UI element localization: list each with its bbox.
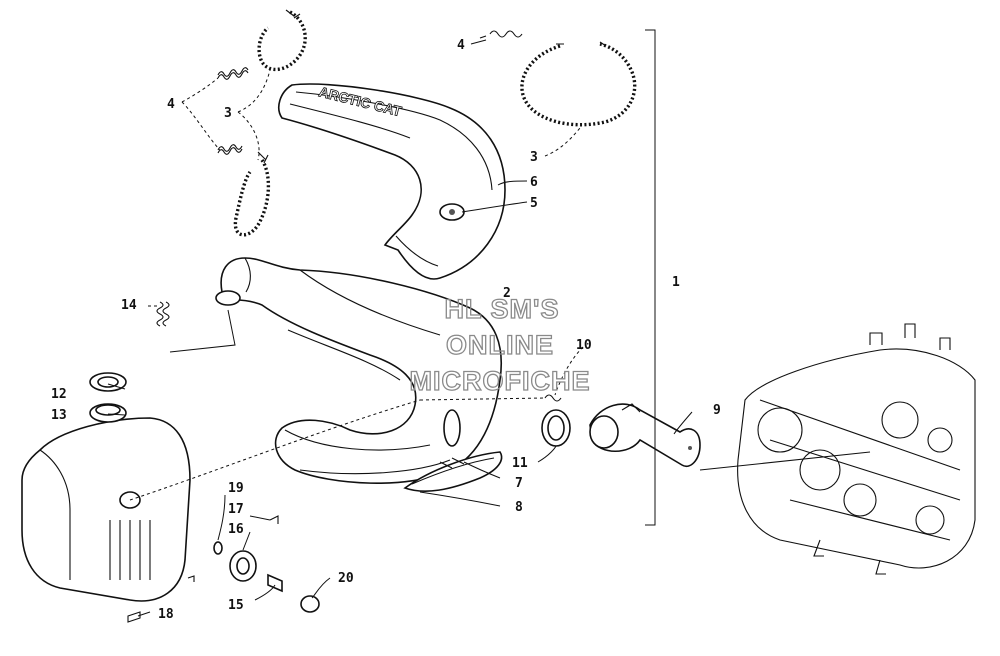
spring-lower-left [217, 144, 243, 155]
mount-stud-15 [267, 573, 283, 593]
watermark-line-1: HL SM'S [445, 294, 560, 324]
callout-17: 17 [228, 502, 244, 517]
group-bracket-1 [645, 29, 656, 526]
exhaust-manifold [589, 403, 701, 467]
chain-clamp-upper-left [257, 9, 307, 72]
leader-lines [107, 39, 871, 617]
cotter-pin-17 [269, 515, 279, 524]
nut-20 [300, 595, 320, 613]
callout-12: 12 [51, 387, 67, 402]
watermark-line-3: MICROFICHE [410, 366, 591, 396]
heat-shield: ARCTIC CAT [278, 83, 506, 280]
chain-clamp-lower-left [233, 151, 271, 237]
callout-labels: 4 4 3 3 6 5 1 2 14 10 12 9 13 11 19 7 17… [51, 38, 721, 622]
callout-9: 9 [713, 403, 721, 418]
callout-20: 20 [338, 571, 354, 586]
callout-5: 5 [530, 196, 538, 211]
callout-19: 19 [228, 481, 244, 496]
gasket-ring [541, 409, 571, 447]
callout-14: 14 [121, 298, 137, 313]
bolt-18 [127, 611, 141, 623]
callout-11: 11 [512, 456, 528, 471]
spring-top-right [479, 30, 523, 39]
callout-4-left: 4 [167, 97, 175, 112]
watermark-line-2: ONLINE [446, 330, 554, 360]
muffler [21, 403, 191, 602]
mount-hardware [127, 515, 320, 623]
callout-3-left: 3 [224, 106, 232, 121]
lower-heat-guard [403, 451, 503, 492]
ring-clamp-right [520, 41, 637, 127]
engine-assembly [737, 323, 976, 575]
spring-upper-left [217, 67, 249, 80]
callout-3-right: 3 [530, 150, 538, 165]
expansion-chamber [215, 257, 502, 484]
callout-10: 10 [576, 338, 592, 353]
washer-19 [213, 541, 223, 555]
callout-7: 7 [515, 476, 523, 491]
callout-2: 2 [503, 286, 511, 301]
callout-15: 15 [228, 598, 244, 613]
callout-18: 18 [158, 607, 174, 622]
spring-10 [544, 394, 562, 402]
watermark: HL SM'S ONLINE MICROFICHE [409, 293, 591, 396]
spring-14 [156, 301, 170, 327]
callout-1: 1 [672, 275, 680, 290]
callout-8: 8 [515, 500, 523, 515]
callout-13: 13 [51, 408, 67, 423]
callout-4-top: 4 [457, 38, 465, 53]
outlet-gasket [89, 372, 127, 392]
callout-6: 6 [530, 175, 538, 190]
callout-16: 16 [228, 522, 244, 537]
